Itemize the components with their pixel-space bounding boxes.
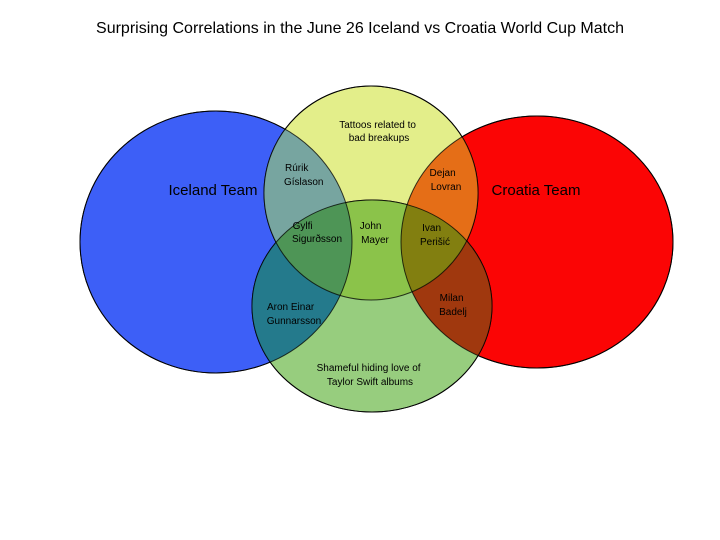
john-mayer-label: John Mayer bbox=[360, 221, 390, 246]
taylor-swift-label: Shameful hiding love of Taylor Swift alb… bbox=[317, 363, 424, 388]
diagram-title: Surprising Correlations in the June 26 I… bbox=[96, 20, 624, 37]
ivan-label: Ivan Perišić bbox=[420, 223, 450, 248]
milan-label: Milan Badelj bbox=[439, 293, 467, 318]
tattoos-label: Tattoos related to bad breakups bbox=[339, 120, 419, 144]
rurik-label: Rúrik Gíslason bbox=[284, 163, 323, 188]
gylfi-label: Gylfi Sigurðsson bbox=[292, 221, 342, 245]
dejan-label: Dejan Lovran bbox=[430, 168, 462, 193]
croatia-label: Croatia Team bbox=[492, 182, 581, 199]
iceland-label: Iceland Team bbox=[169, 182, 258, 199]
aron-label: Aron Einar Gunnarsson bbox=[267, 302, 321, 327]
